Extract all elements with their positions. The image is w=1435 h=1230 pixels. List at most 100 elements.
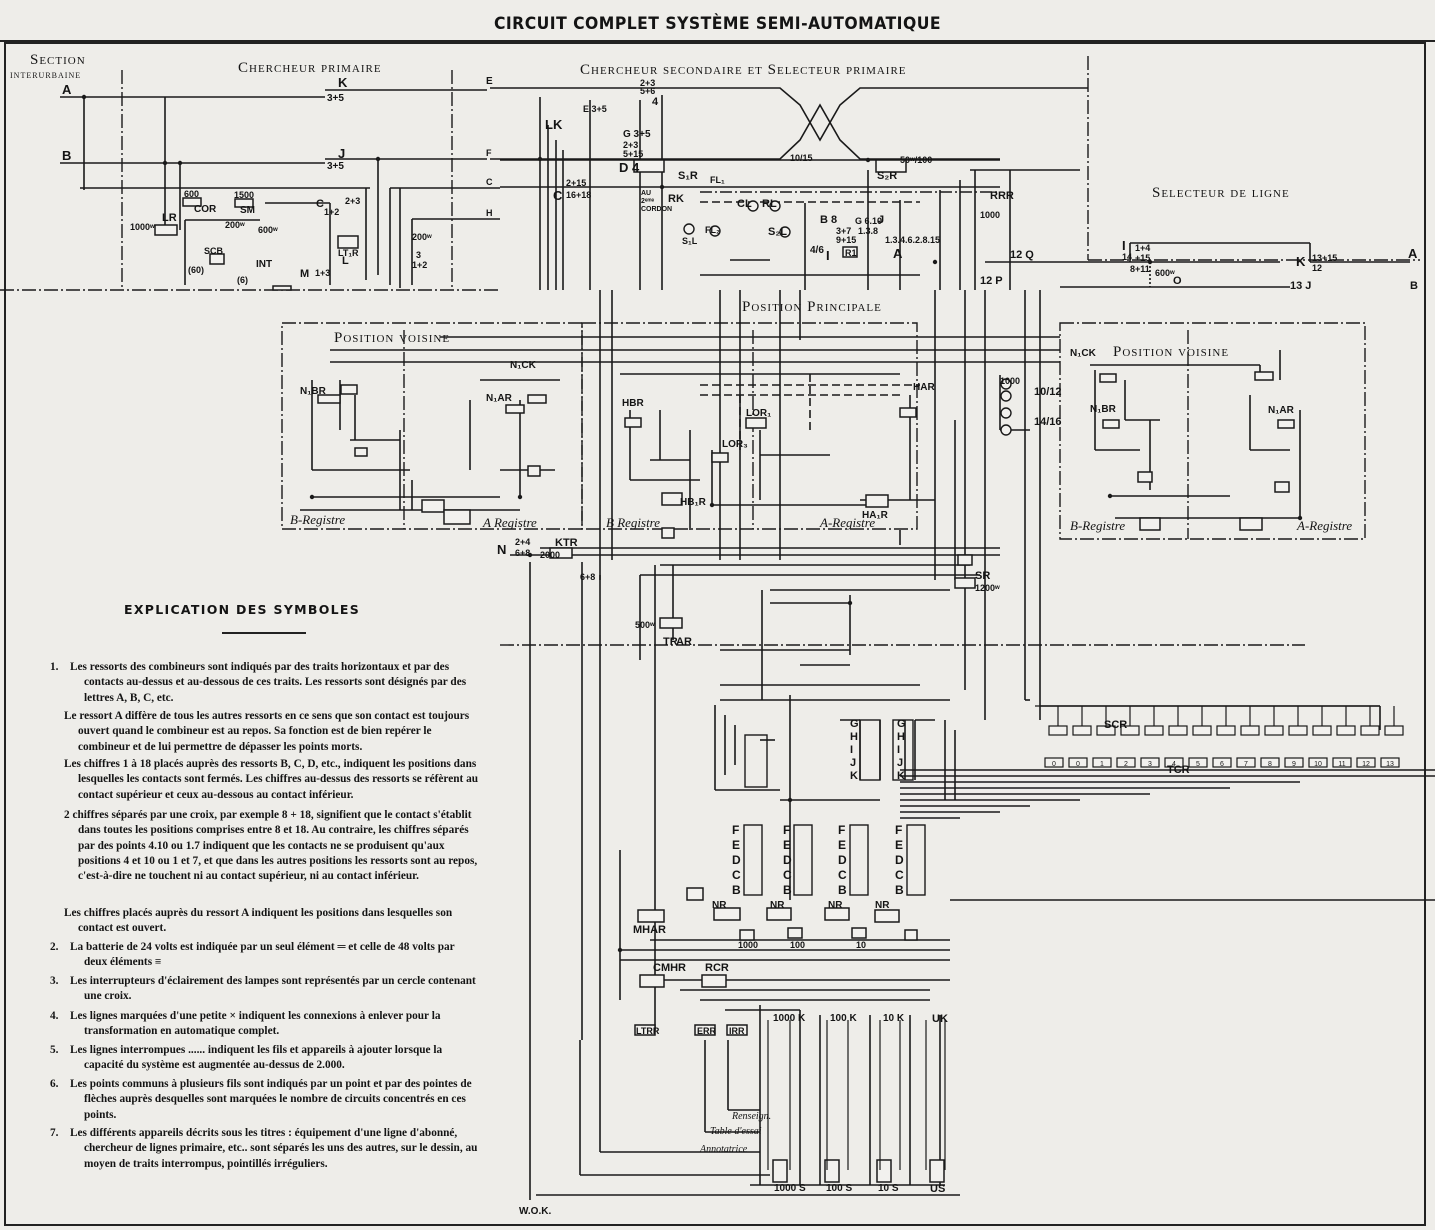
contact-sel-811: 8+11: [1130, 264, 1150, 274]
wire-h-label: H: [486, 208, 493, 218]
line-table-essai: Table d'essai: [710, 1126, 762, 1137]
bank-row-label: G: [850, 718, 859, 730]
contact-i-value: 2+3: [345, 196, 361, 206]
key-rk-label: RK: [668, 193, 684, 205]
relay-nbr-left: N₁BR: [300, 386, 326, 397]
selector-row-label: F: [838, 823, 846, 837]
contact-a-values: 1.3.4.6.2.8.15: [885, 235, 941, 245]
contact-a-label: A: [893, 246, 903, 261]
tcr-relay-number: 2: [1124, 761, 1128, 768]
tcr-relay-cell: [1380, 757, 1400, 768]
wire-c-label: C: [486, 177, 493, 187]
relay-nr-3: NR: [828, 900, 843, 911]
legend-item-text: Les ressorts des combineurs sont indiqué…: [70, 661, 467, 704]
tcr-relay-number: 3: [1148, 761, 1152, 768]
contact-d-label: D 4: [619, 160, 640, 175]
tcr-relay-coil: [1144, 725, 1164, 736]
relay-hbr: HBR: [622, 398, 644, 409]
tcr-relay-number: 7: [1244, 761, 1248, 768]
resistor-600: 600ʷ: [258, 225, 278, 235]
bank-row-label: K: [897, 770, 905, 782]
selector-row-label: C: [838, 868, 847, 882]
contact-i2-label: I: [826, 248, 830, 263]
relay-scb-label: SCB: [204, 246, 224, 256]
tcr-relay-number: 8: [1268, 761, 1272, 768]
selector-row-label: D: [895, 853, 904, 867]
section-chercheur-secondaire: Chercheur secondaire et Selecteur primai…: [580, 62, 907, 78]
tcr-relay-number: 12: [1362, 761, 1370, 768]
contact-e-value: E 3+5: [583, 104, 607, 114]
contact-sel-k-label: K: [1296, 254, 1306, 269]
au-2eme-cordon: AU 2ᵉᵐᵉ CORDON: [641, 190, 673, 213]
selector-row-label: D: [838, 853, 847, 867]
wok-label: W.O.K.: [519, 1206, 552, 1217]
relay-nbr-right: N₁BR: [1090, 404, 1116, 415]
tcr-relay-cell: [1116, 757, 1136, 768]
selector-row-label: C: [732, 868, 741, 882]
legend-title: EXPLICATION DES SYMBOLES: [124, 602, 361, 617]
legend-item-number: 1.: [50, 661, 59, 673]
legend-item-text: La batterie de 24 volts est indiquée par…: [70, 941, 455, 969]
relay-rrr-label: RRR: [990, 190, 1014, 202]
selector-row-label: B: [838, 883, 847, 897]
contact-b-915: 9+15: [836, 235, 857, 245]
line-renseignements: Renseign.: [732, 1111, 772, 1122]
selector-row-label: E: [895, 838, 904, 852]
selector-row-label: E: [838, 838, 847, 852]
legend-item: 3.Les interrupteurs d'éclairement des la…: [50, 974, 480, 1005]
relay-sr-ohm: 1200ʷ: [975, 583, 1000, 593]
register-label: B Registre: [606, 515, 661, 530]
resistor-200: 200ʷ: [225, 220, 245, 230]
relay-sm-label: SM: [240, 205, 255, 216]
selector-row-label: D: [732, 853, 741, 867]
lamp-s1l-label: S₁L: [682, 236, 698, 246]
count-60: (60): [188, 265, 205, 275]
relay-ktr-ohm: 2000: [540, 550, 561, 560]
relay-tcr-label: TCR: [1167, 764, 1190, 776]
bank-1000k-label: 1000 K: [773, 1013, 806, 1024]
tcr-relay-cell: [1356, 757, 1376, 768]
lamp-s2l-label: S₂L: [768, 226, 787, 238]
tcr-relay-number: 4: [1172, 761, 1176, 768]
switch-int-label: INT: [256, 259, 273, 270]
relay-nck-right: N₁CK: [1070, 348, 1096, 359]
contact-r-label: 10/12: [1034, 386, 1062, 398]
legend-item-text: Les points communs à plusieurs fils sont…: [70, 1078, 472, 1121]
relay-nr-4: NR: [875, 900, 890, 911]
contact-j-label: J: [338, 146, 346, 161]
line-b-right-label: B: [1410, 280, 1418, 292]
contact-f-value-top: 2+3: [640, 78, 656, 88]
relay-ar-label: AR: [676, 636, 692, 648]
contact-b-label: B 8: [820, 214, 838, 226]
line-a-label: A: [62, 82, 72, 97]
tcr-relay-cell: [1332, 757, 1352, 768]
switch-us-label: US: [930, 1183, 946, 1195]
relay-nar-left: N₁AR: [486, 393, 512, 404]
contact-c-value: 1+2: [324, 207, 340, 217]
tcr-relay-cell: [1092, 757, 1112, 768]
relay-err-label: ERR: [697, 1026, 717, 1036]
contact-l-label: L: [342, 255, 349, 267]
legend-item: 2.La batterie de 24 volts est indiquée p…: [50, 940, 480, 971]
contact-n-24: 2+4: [515, 537, 531, 547]
relay-lr-ohm: 1000ʷ: [130, 222, 155, 232]
tcr-relay-coil: [1216, 725, 1236, 736]
legend-item: 5.Les lignes interrompues ...... indique…: [50, 1043, 480, 1074]
relay-scr-label: SCR: [1104, 719, 1128, 731]
section-interurbaine-label-1: Section: [30, 52, 86, 68]
selector-row-label: C: [895, 868, 904, 882]
tcr-relay-cell: [1164, 757, 1184, 768]
legend-item-text: Les lignes marquées d'une petite × indiq…: [70, 1010, 441, 1038]
contact-j2-label: J: [878, 214, 885, 226]
wire-f-label: F: [486, 148, 492, 158]
title-rule: [0, 40, 1435, 42]
legend-item-text: Les chiffres placés auprès du ressort A …: [64, 907, 453, 935]
switch-10s-label: 10 S: [878, 1183, 899, 1194]
selector-row-label: D: [783, 853, 792, 867]
contact-g2-value: G 6.10: [855, 216, 883, 226]
contact-sel-14: 14: [1122, 252, 1133, 262]
line-annotatrice: Annotatrice: [700, 1144, 748, 1155]
relay-ha1r: HA₁R: [862, 510, 888, 521]
